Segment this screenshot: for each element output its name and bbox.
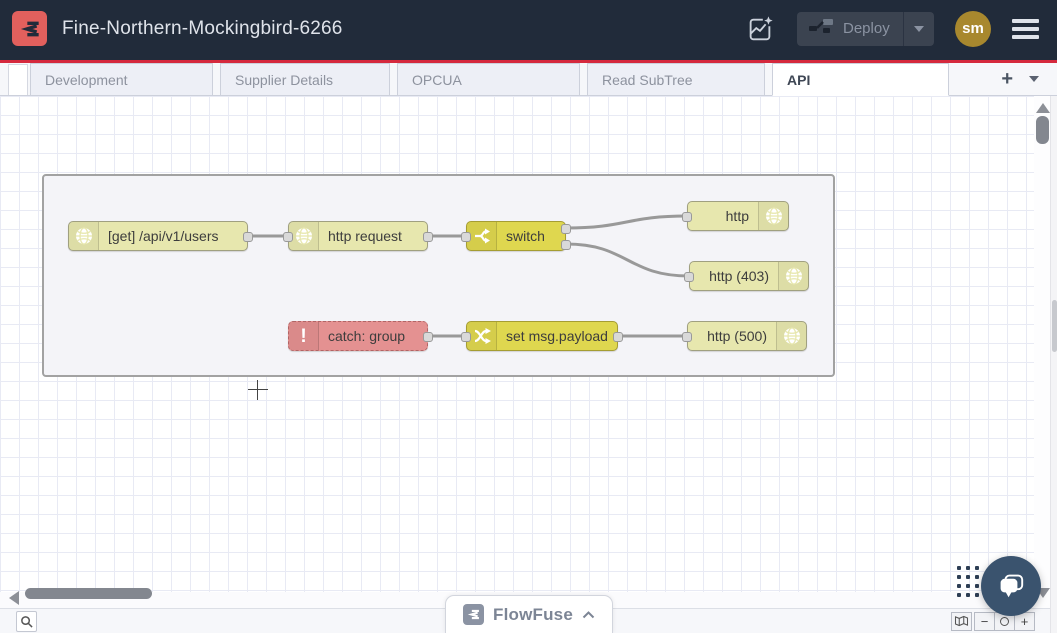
hamburger-icon xyxy=(1012,18,1039,23)
flow-node-label: [get] /api/v1/users xyxy=(108,228,219,244)
deploy-nodes-icon xyxy=(808,17,834,40)
scroll-up-arrow[interactable] xyxy=(1036,103,1050,113)
globe-icon xyxy=(778,262,808,290)
search-icon xyxy=(21,615,33,628)
vertical-scroll-thumb[interactable] xyxy=(1036,116,1049,144)
tab-label: Development xyxy=(45,71,128,88)
flowfuse-footer-toggle[interactable]: FlowFuse xyxy=(445,595,613,633)
horizontal-scroll-thumb[interactable] xyxy=(25,588,152,599)
globe-icon xyxy=(776,322,806,350)
flow-node-label: http (403) xyxy=(709,268,769,284)
zoom-reset-icon xyxy=(1000,616,1009,626)
scroll-down-arrow[interactable] xyxy=(1036,588,1050,598)
tab-scroll-left-button[interactable] xyxy=(8,64,28,95)
user-avatar[interactable]: sm xyxy=(955,10,991,47)
deploy-label: Deploy xyxy=(843,20,890,37)
instance-title: Fine-Northern-Mockingbird-6266 xyxy=(62,17,343,39)
tab-label: Supplier Details xyxy=(235,71,334,88)
input-port[interactable] xyxy=(283,232,293,242)
tab-label: API xyxy=(787,71,811,88)
wires-layer xyxy=(246,214,691,338)
tab-api[interactable]: API xyxy=(772,63,949,96)
tab-opcua[interactable]: OPCUA xyxy=(397,63,580,95)
output-port[interactable] xyxy=(561,224,571,234)
vertical-scroll-gutter xyxy=(1034,96,1050,608)
chevron-up-icon xyxy=(582,610,595,618)
flow-node-http-out-500[interactable]: http (500) xyxy=(682,321,807,351)
workspace-tabbar: Development Supplier Details OPCUA Read Sub… xyxy=(0,63,1057,96)
tab-strip: Development Supplier Details OPCUA Read Sub… xyxy=(30,62,949,96)
tab-supplier-details[interactable]: Supplier Details xyxy=(220,63,390,95)
ai-assistant-icon[interactable] xyxy=(744,12,776,46)
flow-node-label: switch xyxy=(506,228,545,244)
flowfuse-brand-label: FlowFuse xyxy=(493,604,573,624)
zoom-toolbar: − + xyxy=(951,611,1035,631)
flow-node-label: set msg.payload xyxy=(506,328,608,344)
flow-node-switch[interactable]: switch xyxy=(461,221,571,251)
navigator-toggle-button[interactable] xyxy=(951,611,972,631)
output-port[interactable] xyxy=(613,332,623,342)
wire[interactable] xyxy=(564,242,691,278)
search-button[interactable] xyxy=(16,610,37,632)
flow-node-catch[interactable]: ! catch: group xyxy=(288,321,433,351)
zoom-out-button[interactable]: − xyxy=(974,611,995,631)
deploy-options-button[interactable] xyxy=(903,11,934,46)
globe-icon xyxy=(69,222,99,250)
flow-node-label: http request xyxy=(328,228,402,244)
add-flow-button[interactable]: + xyxy=(1001,67,1013,90)
scroll-left-arrow[interactable] xyxy=(9,591,19,605)
input-port[interactable] xyxy=(682,212,692,222)
flow-node-http-request[interactable]: http request xyxy=(283,221,433,251)
tab-development[interactable]: Development xyxy=(30,63,213,95)
flow-node-http-in[interactable]: [get] /api/v1/users xyxy=(68,221,253,251)
input-port[interactable] xyxy=(461,232,471,242)
flow-node-change[interactable]: set msg.payload xyxy=(461,321,623,351)
input-port[interactable] xyxy=(682,332,692,342)
wire[interactable] xyxy=(564,214,689,230)
flow-node-http-out[interactable]: http xyxy=(682,201,789,231)
flow-node-label: http xyxy=(725,208,749,224)
window-scrollbar-thumb[interactable] xyxy=(1052,300,1057,352)
tab-label: Read SubTree xyxy=(602,71,693,88)
globe-icon xyxy=(289,222,319,250)
output-port[interactable] xyxy=(423,232,433,242)
output-port[interactable] xyxy=(243,232,253,242)
globe-icon xyxy=(758,202,788,230)
flow-node-label: catch: group xyxy=(328,328,406,344)
flowfuse-logo-icon[interactable] xyxy=(12,11,47,46)
shuffle-icon xyxy=(467,322,497,350)
window-scrollbar-track[interactable] xyxy=(1050,96,1057,633)
main-menu-button[interactable] xyxy=(1012,15,1039,43)
exclaim-icon: ! xyxy=(289,322,319,350)
input-port[interactable] xyxy=(684,272,694,282)
header-bar: Fine-Northern-Mockingbird-6266 Dep xyxy=(0,0,1057,63)
tab-read-subtree[interactable]: Read SubTree xyxy=(587,63,765,95)
map-icon xyxy=(954,615,969,627)
output-port[interactable] xyxy=(561,240,571,250)
chat-launcher-button[interactable] xyxy=(981,556,1041,616)
flow-canvas[interactable]: [get] /api/v1/users http request switch h… xyxy=(0,96,1057,608)
output-port[interactable] xyxy=(423,332,433,342)
flow-list-caret-icon[interactable] xyxy=(1029,75,1039,82)
flow-node-label: http (500) xyxy=(707,328,767,344)
grip-dots-handle[interactable] xyxy=(957,566,979,597)
deploy-button[interactable]: Deploy xyxy=(797,11,934,46)
switch-icon xyxy=(467,222,497,250)
tab-label: OPCUA xyxy=(412,71,462,88)
flow-node-http-out-403[interactable]: http (403) xyxy=(684,261,809,291)
chevron-down-icon xyxy=(914,25,924,32)
chat-icon xyxy=(1000,574,1024,598)
crosshair-cursor xyxy=(248,380,268,400)
flowfuse-gray-logo-icon xyxy=(463,604,484,625)
input-port[interactable] xyxy=(461,332,471,342)
